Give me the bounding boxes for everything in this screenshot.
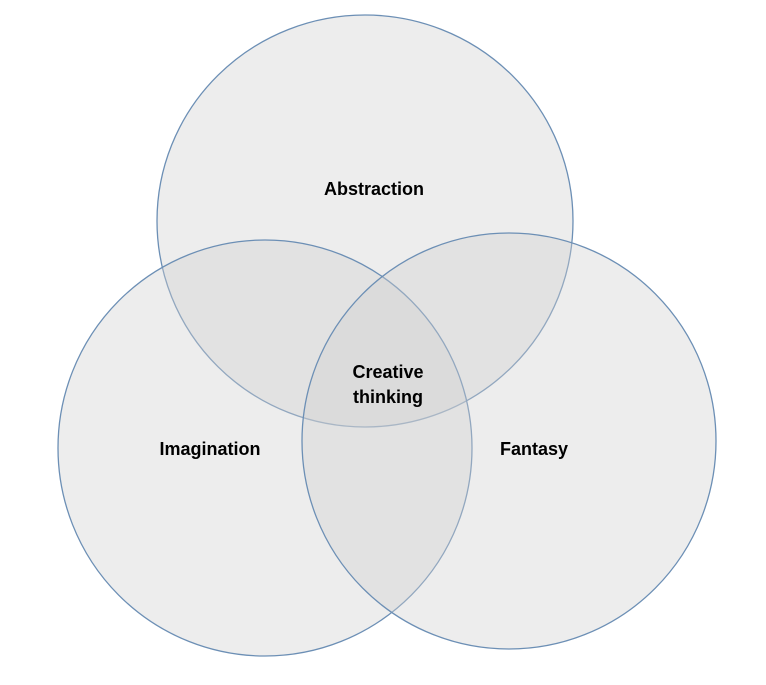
imagination-label: Imagination [159,439,260,459]
venn-labels: Abstraction Imagination Fantasy Creative… [159,179,568,459]
venn-circles [57,14,717,657]
creative-thinking-label-line2: thinking [353,387,423,407]
fantasy-circle [301,232,717,650]
creative-thinking-label-line1: Creative [352,362,423,382]
imagination-circle [57,239,473,657]
fantasy-label: Fantasy [500,439,568,459]
abstraction-label: Abstraction [324,179,424,199]
abstraction-circle [156,14,574,428]
